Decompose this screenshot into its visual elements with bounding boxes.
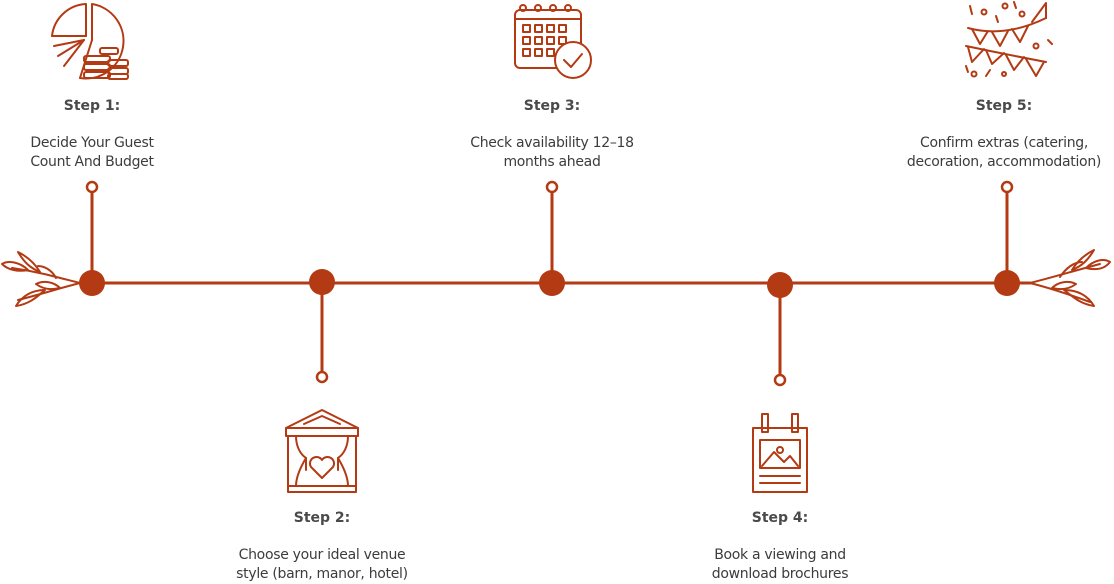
ring-end-step-1 — [85, 180, 99, 194]
step-5-text: Step 5: Confirm extras (catering, decora… — [895, 98, 1113, 172]
step-3-description-line-1: Check availability 12–18 — [470, 135, 634, 151]
step-5-description-line-1: Confirm extras (catering, — [919, 135, 1089, 151]
ring-end-step-4 — [773, 373, 787, 387]
calendar-check-icon — [514, 4, 592, 79]
node-step-1 — [79, 270, 105, 296]
step-2-description-line-1: Choose your ideal venue — [238, 547, 406, 563]
step-3-text: Step 3: Check availability 12–18 months … — [452, 98, 652, 172]
right-branch-decoration — [1029, 249, 1111, 307]
step-3-title: Step 3: — [523, 98, 581, 114]
node-step-3 — [539, 270, 565, 296]
step-4-text: Step 4: Book a viewing and download broc… — [690, 510, 870, 584]
step-4-description: Book a viewing and download brochures — [690, 546, 870, 584]
ring-end-step-5 — [1000, 180, 1014, 194]
ring-end-step-3 — [545, 180, 559, 194]
step-2-description-line-2: style (barn, manor, hotel) — [236, 566, 408, 582]
node-step-2 — [309, 269, 335, 295]
step-1-description-line-2: Count And Budget — [30, 154, 154, 170]
step-2-title: Step 2: — [293, 510, 351, 526]
step-1-description-line-1: Decide Your Guest — [30, 135, 154, 151]
step-2-text: Step 2: Choose your ideal venue style (b… — [217, 510, 427, 584]
step-5-description-line-2: decoration, accommodation) — [906, 154, 1102, 170]
step-4-title: Step 4: — [751, 510, 809, 526]
brochure-icon — [752, 413, 808, 493]
step-1-title: Step 1: — [63, 98, 121, 114]
left-branch-decoration — [1, 251, 81, 307]
step-4-description-line-1: Book a viewing and — [714, 547, 846, 563]
venue-stage-icon — [285, 409, 359, 493]
node-step-5 — [994, 270, 1020, 296]
step-1-text: Step 1: Decide Your Guest Count And Budg… — [22, 98, 162, 172]
step-2-description: Choose your ideal venue style (barn, man… — [217, 546, 427, 584]
step-5-title: Step 5: — [975, 98, 1033, 114]
step-3-description: Check availability 12–18 months ahead — [452, 134, 652, 172]
ring-end-step-2 — [315, 370, 329, 384]
step-1-description: Decide Your Guest Count And Budget — [22, 134, 162, 172]
pie-chart-coins-icon — [51, 3, 129, 80]
step-5-description: Confirm extras (catering, decoration, ac… — [895, 134, 1113, 172]
node-step-4 — [767, 272, 793, 298]
step-4-description-line-2: download brochures — [711, 566, 849, 582]
bunting-confetti-icon — [965, 1, 1053, 78]
step-3-description-line-2: months ahead — [503, 154, 601, 170]
